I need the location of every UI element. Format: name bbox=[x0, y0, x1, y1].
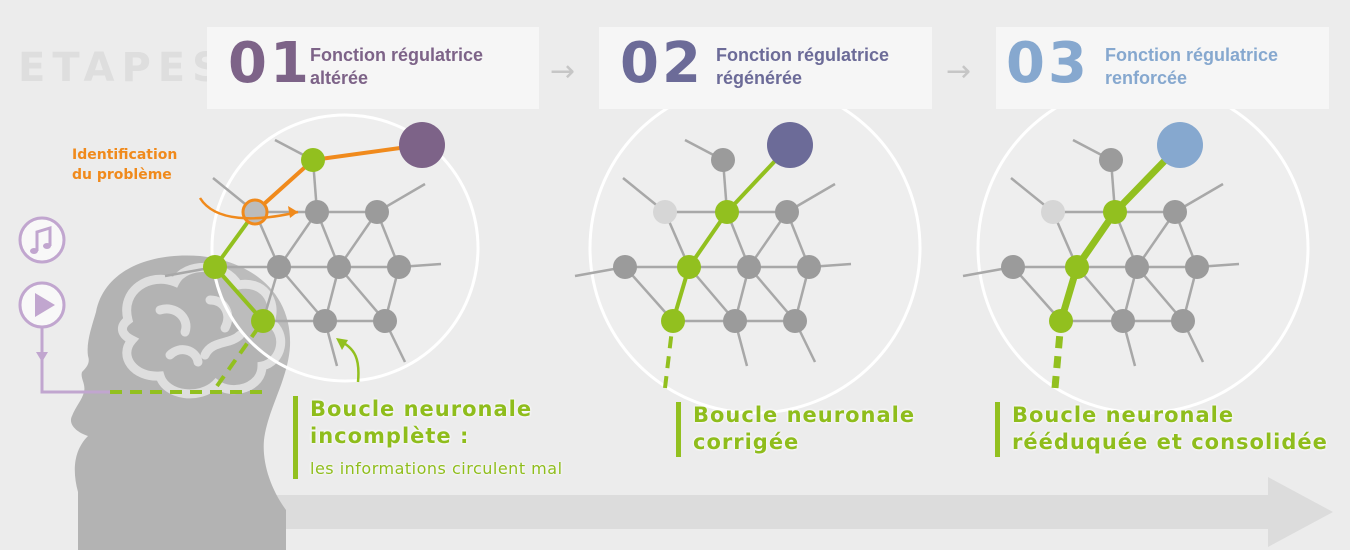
network-node bbox=[1099, 148, 1123, 172]
music-note-icon bbox=[18, 216, 66, 264]
step-3-box bbox=[996, 27, 1329, 109]
network-node bbox=[1125, 255, 1149, 279]
neural-network-1 bbox=[110, 113, 480, 394]
green-arrowhead bbox=[336, 338, 348, 350]
annotation-arrows bbox=[198, 197, 360, 383]
network-node bbox=[1163, 200, 1187, 224]
pathway-edge bbox=[213, 265, 265, 323]
step-1-number: 01 bbox=[228, 31, 312, 96]
network-node bbox=[677, 255, 701, 279]
network-edge bbox=[1012, 266, 1062, 322]
network-node bbox=[723, 309, 747, 333]
network-node bbox=[737, 255, 761, 279]
neural-network-3 bbox=[962, 81, 1310, 415]
step-arrow-2: → bbox=[946, 54, 972, 89]
network-node bbox=[313, 309, 337, 333]
network-node bbox=[251, 309, 275, 333]
regulatory-node bbox=[767, 122, 813, 168]
network-node bbox=[1049, 309, 1073, 333]
network-node bbox=[653, 200, 677, 224]
network-circle bbox=[588, 81, 922, 415]
network-node bbox=[1185, 255, 1209, 279]
network-node bbox=[797, 255, 821, 279]
network-node bbox=[775, 200, 799, 224]
step-arrow-1: → bbox=[550, 54, 576, 89]
network-circle bbox=[976, 81, 1310, 415]
network-node bbox=[373, 309, 397, 333]
step-2-number: 02 bbox=[620, 31, 704, 96]
network-node bbox=[203, 255, 227, 279]
network-node bbox=[1171, 309, 1195, 333]
network-edge bbox=[624, 266, 674, 322]
network-node bbox=[387, 255, 411, 279]
network-node bbox=[1103, 200, 1127, 224]
step-1-box bbox=[207, 27, 539, 109]
input-connector bbox=[40, 328, 110, 394]
etapes-label: ETAPES bbox=[18, 45, 228, 91]
network-node bbox=[301, 148, 325, 172]
network-node bbox=[1111, 309, 1135, 333]
network-node bbox=[1041, 200, 1065, 224]
network-node bbox=[1065, 255, 1089, 279]
network-node bbox=[305, 200, 329, 224]
network-node bbox=[1001, 255, 1025, 279]
regulatory-node bbox=[399, 122, 445, 168]
network-node bbox=[241, 198, 269, 226]
orange-arrowhead bbox=[288, 206, 298, 218]
step-2-box bbox=[599, 27, 932, 109]
pathway-tail bbox=[663, 320, 675, 389]
network-node bbox=[267, 255, 291, 279]
pathway-tail bbox=[1051, 320, 1065, 389]
regulatory-node bbox=[1157, 122, 1203, 168]
pathway-tail bbox=[215, 319, 265, 388]
network-node bbox=[613, 255, 637, 279]
network-node bbox=[715, 200, 739, 224]
step-3-number: 03 bbox=[1006, 31, 1090, 96]
network-node bbox=[783, 309, 807, 333]
play-icon bbox=[18, 281, 66, 329]
network-circle bbox=[210, 113, 480, 383]
neural-network-2 bbox=[574, 81, 922, 415]
orange-arrow bbox=[198, 197, 299, 220]
progress-arrow bbox=[262, 477, 1333, 547]
network-node bbox=[661, 309, 685, 333]
network-node bbox=[711, 148, 735, 172]
network-node bbox=[327, 255, 351, 279]
network-node bbox=[365, 200, 389, 224]
